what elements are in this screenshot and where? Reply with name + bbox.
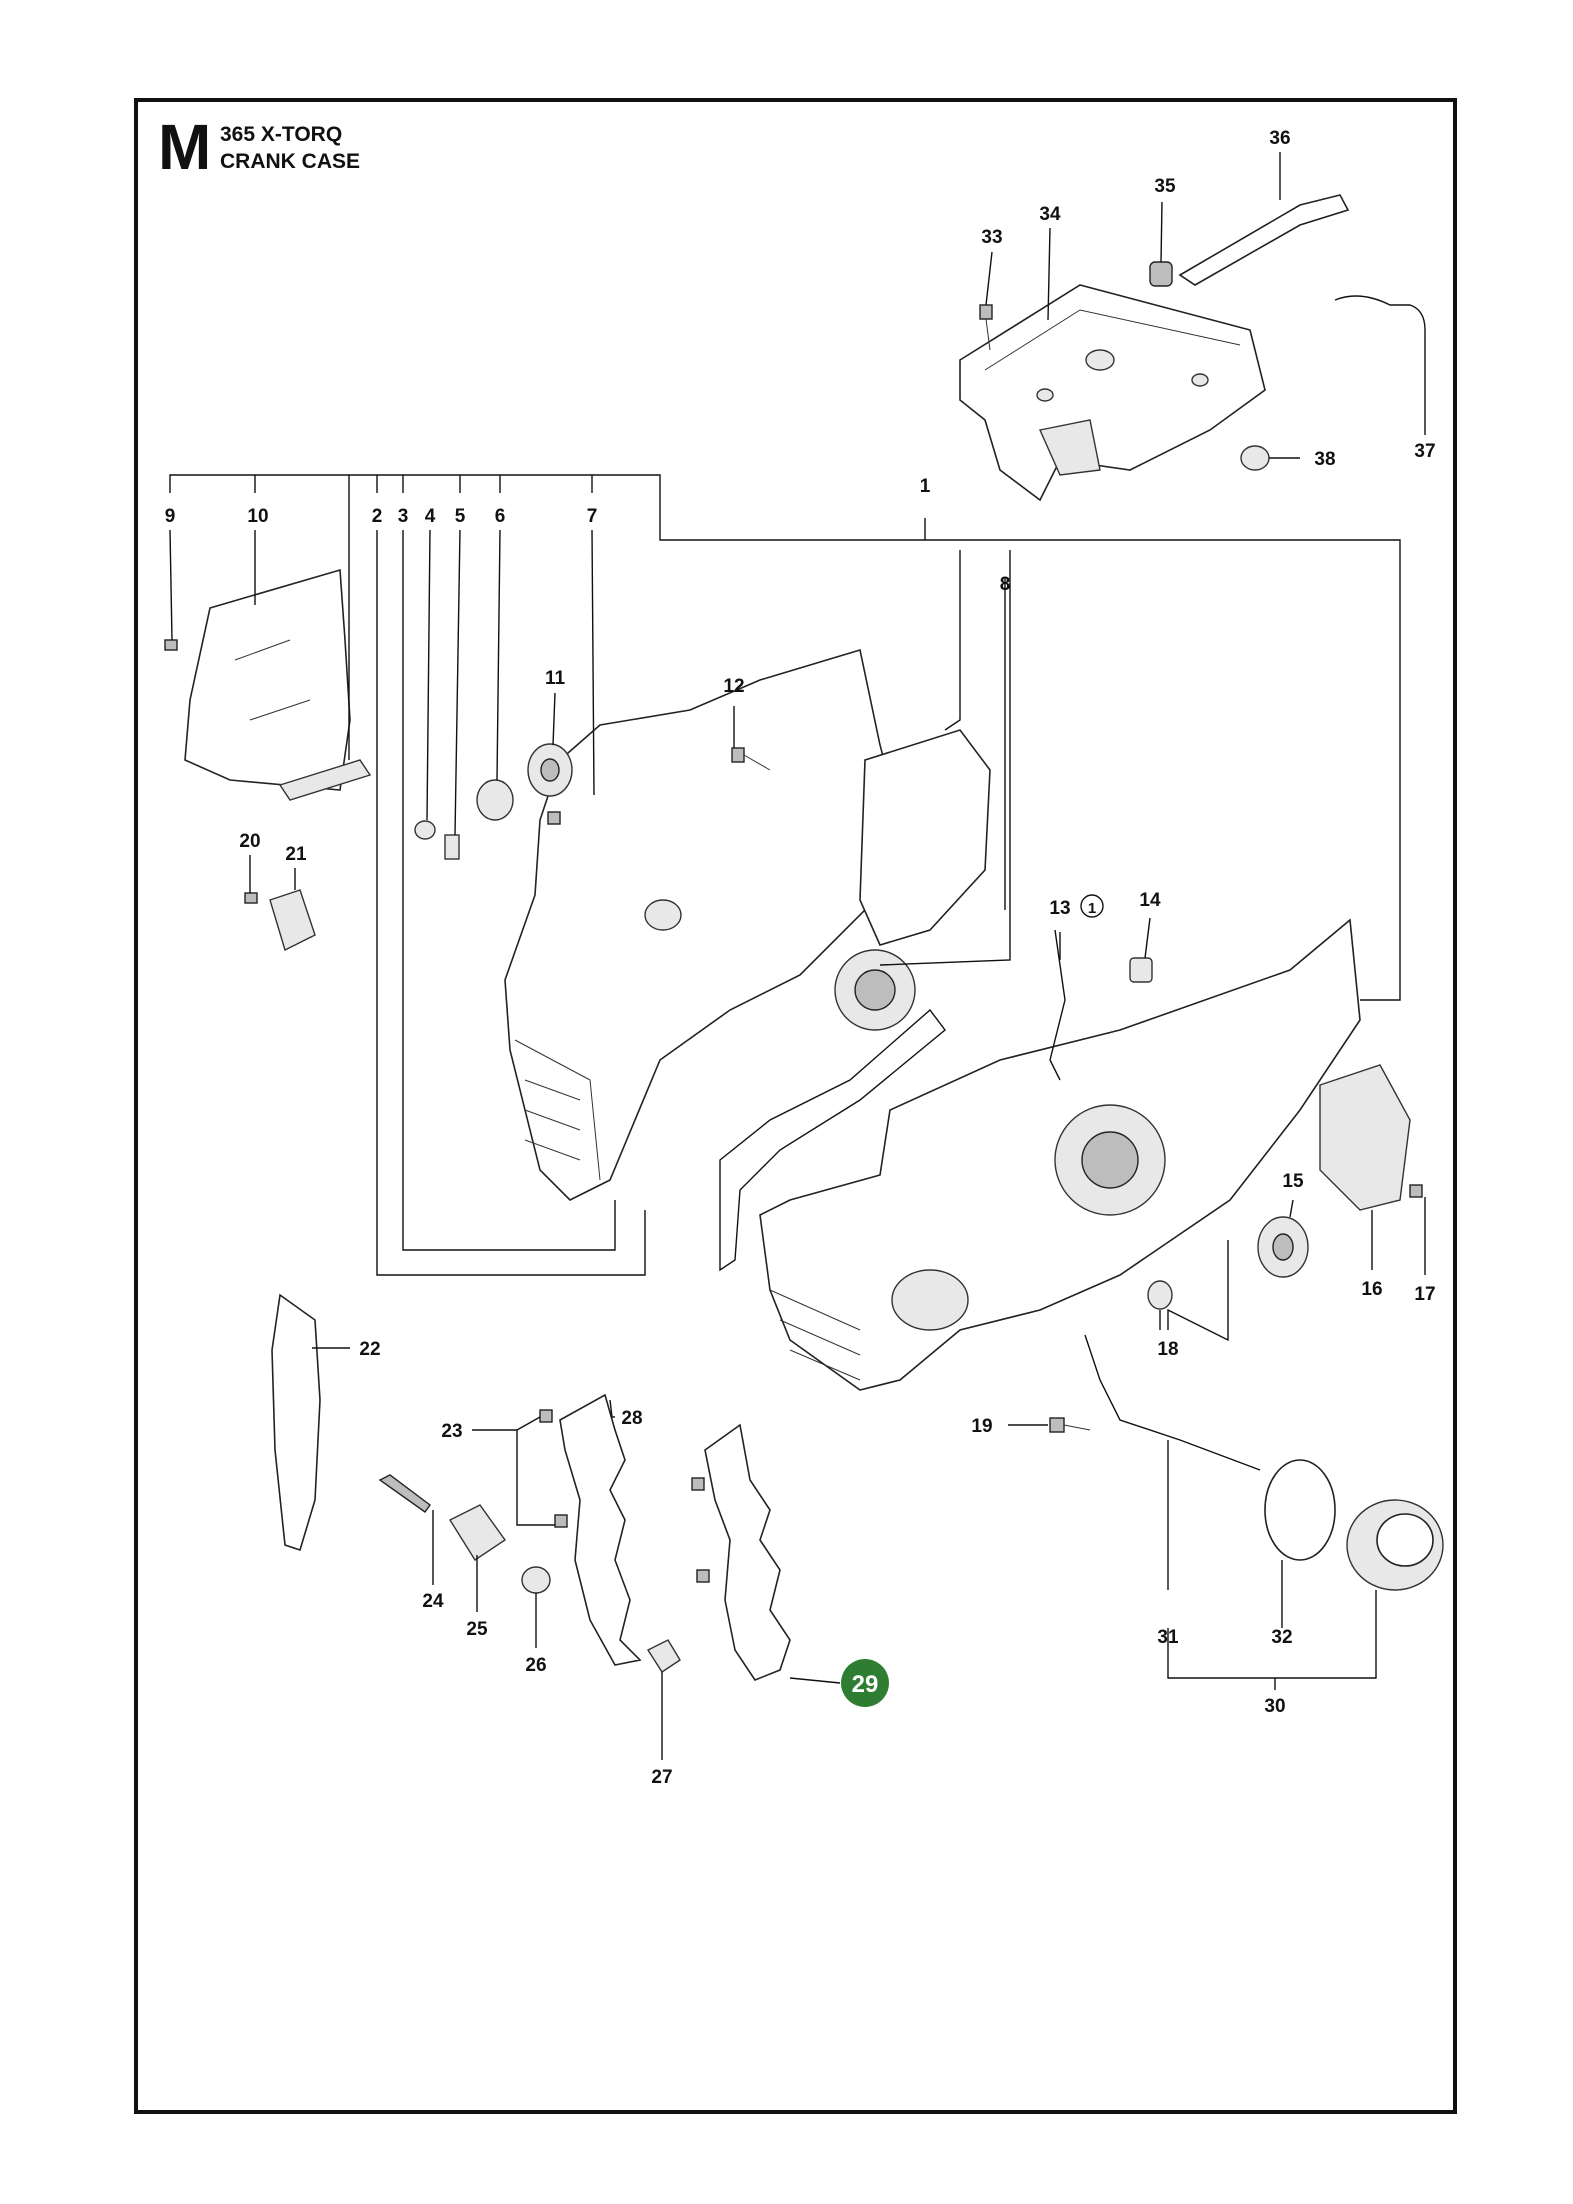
callout-30: 30 bbox=[1264, 1696, 1285, 1717]
bumper-spike-28-part bbox=[559, 1393, 642, 1666]
callout-26: 26 bbox=[525, 1655, 546, 1676]
callout-9: 9 bbox=[165, 506, 176, 527]
callout-32: 32 bbox=[1271, 1627, 1292, 1648]
plug-38-part bbox=[1240, 445, 1270, 471]
callout-35: 35 bbox=[1154, 176, 1176, 197]
model-title: 365 X-TORQ bbox=[220, 123, 343, 146]
lever-36-part bbox=[1178, 194, 1350, 286]
bumper-spike-29-part bbox=[704, 1423, 791, 1681]
callout-12: 12 bbox=[723, 676, 744, 697]
screw-23a-part bbox=[539, 1409, 553, 1423]
callout-13: 13 bbox=[1049, 898, 1070, 919]
guide-plate-10-part bbox=[184, 568, 351, 791]
note-symbol: 1 bbox=[1080, 894, 1104, 918]
callout-11: 11 bbox=[545, 668, 566, 689]
callout-2: 2 bbox=[372, 506, 383, 527]
callout-19: 19 bbox=[971, 1416, 992, 1437]
callout-34: 34 bbox=[1039, 204, 1061, 225]
gasket-13-part bbox=[1049, 929, 1066, 1081]
callout-22: 22 bbox=[359, 1339, 380, 1360]
callout-labels: 1 2 3 4 5 6 7 8 9 10 11 12 13 1 14 15 16… bbox=[165, 128, 1436, 1788]
screw-19-part bbox=[1049, 1417, 1065, 1433]
hose-31-part bbox=[1084, 1334, 1261, 1471]
valve-5-part bbox=[444, 834, 460, 860]
callout-24: 24 bbox=[422, 1591, 444, 1612]
callout-15: 15 bbox=[1282, 1171, 1304, 1192]
callout-18: 18 bbox=[1157, 1339, 1178, 1360]
screw-9-part bbox=[164, 639, 178, 651]
callout-5: 5 bbox=[455, 506, 466, 527]
callout-8: 8 bbox=[1000, 574, 1011, 595]
page-frame bbox=[134, 98, 1457, 2114]
note-symbol-label: 1 bbox=[1088, 900, 1096, 917]
callout-36: 36 bbox=[1269, 128, 1290, 149]
callout-17: 17 bbox=[1414, 1284, 1435, 1305]
gasket-part bbox=[719, 1008, 946, 1272]
cover-16-part bbox=[1319, 1064, 1411, 1211]
tank-cover-part bbox=[959, 284, 1266, 502]
callout-28: 28 bbox=[621, 1408, 642, 1429]
callout-6: 6 bbox=[495, 506, 506, 527]
clip-21-part bbox=[269, 889, 316, 951]
crankcase-left-half-part bbox=[504, 648, 991, 1201]
callout-14: 14 bbox=[1139, 890, 1161, 911]
callout-3: 3 bbox=[398, 506, 409, 527]
seal-6-part bbox=[476, 779, 514, 821]
screw-17-part bbox=[1409, 1184, 1423, 1198]
section-letter: M bbox=[158, 111, 212, 183]
screw-20-part bbox=[244, 892, 258, 904]
pin-part bbox=[278, 759, 372, 801]
screw-23b-part bbox=[554, 1514, 568, 1528]
leader-lines bbox=[169, 152, 1426, 1760]
bolt-24-part bbox=[378, 1474, 431, 1513]
callout-31: 31 bbox=[1157, 1627, 1179, 1648]
hose-37-part bbox=[1334, 295, 1426, 355]
callout-21: 21 bbox=[285, 844, 307, 865]
highlighted-part-badge: 29 bbox=[841, 1659, 889, 1707]
grommet-35-part bbox=[1149, 261, 1173, 287]
screw-29b-part bbox=[696, 1569, 710, 1583]
screw-7-part bbox=[547, 811, 561, 825]
nut-27-part bbox=[646, 1639, 681, 1673]
callout-23: 23 bbox=[441, 1421, 462, 1442]
sleeve-25-part bbox=[448, 1504, 506, 1561]
screw-12-part bbox=[731, 747, 745, 763]
callout-16: 16 bbox=[1361, 1279, 1382, 1300]
callout-25: 25 bbox=[466, 1619, 488, 1640]
callout-37: 37 bbox=[1414, 441, 1435, 462]
callout-27: 27 bbox=[651, 1767, 672, 1788]
spacer-26-part bbox=[521, 1566, 551, 1594]
guard-plate-22-part bbox=[271, 1293, 321, 1552]
diagram-subtitle: CRANK CASE bbox=[220, 150, 361, 173]
callout-1: 1 bbox=[920, 476, 931, 497]
screw-29a-part bbox=[691, 1477, 705, 1491]
callout-10: 10 bbox=[247, 506, 268, 527]
callout-38: 38 bbox=[1314, 449, 1335, 470]
highlighted-part-label: 29 bbox=[852, 1671, 879, 1698]
callout-7: 7 bbox=[587, 506, 598, 527]
callout-33: 33 bbox=[981, 227, 1002, 248]
crankcase-right-half-part bbox=[759, 918, 1361, 1391]
gasket-ring-32-part bbox=[1264, 1459, 1336, 1561]
plug-4-part bbox=[414, 820, 436, 840]
guide-plate-slots bbox=[234, 639, 311, 721]
valve-18-part bbox=[1147, 1280, 1173, 1310]
bushing-14-part bbox=[1129, 957, 1153, 983]
callout-20: 20 bbox=[239, 831, 260, 852]
callout-4: 4 bbox=[425, 506, 436, 527]
